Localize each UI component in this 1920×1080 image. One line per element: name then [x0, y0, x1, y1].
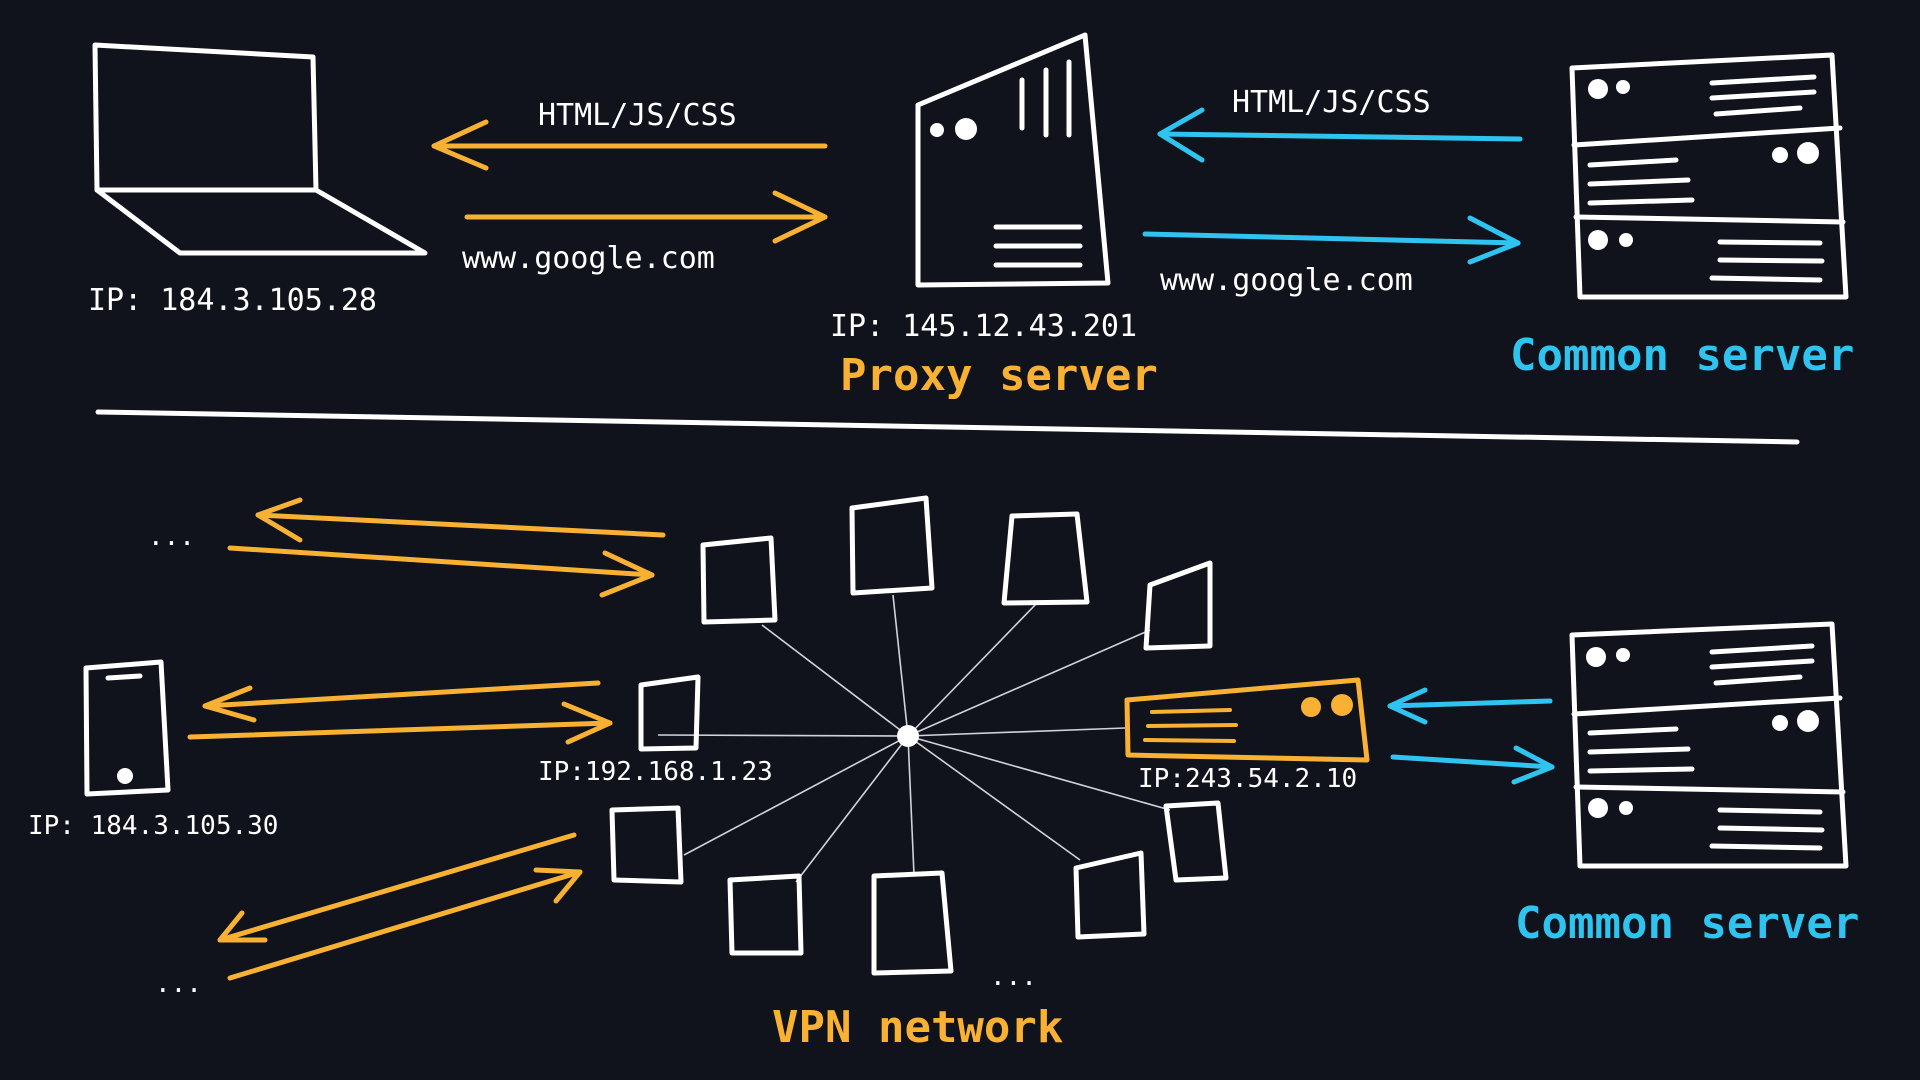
exit-node-ip-label: IP:243.54.2.10	[1138, 764, 1357, 794]
vpn-node-icon	[727, 873, 804, 956]
left-response-label: HTML/JS/CSS	[538, 98, 737, 133]
laptop-icon	[92, 42, 428, 256]
laptop-ip-label: IP: 184.3.105.28	[88, 283, 377, 318]
bottom-left-arrows	[217, 832, 583, 981]
top-common-server-label: Common server	[1510, 330, 1854, 381]
server-rack-icon	[1569, 52, 1849, 300]
phone-arrows	[187, 680, 613, 745]
top-left-arrows	[227, 497, 666, 598]
vpn-links	[657, 594, 1171, 883]
exit-server-icon	[1124, 677, 1370, 763]
top-dots: ...	[148, 522, 195, 552]
section-divider	[95, 409, 1800, 445]
proxy-server-icon	[915, 32, 1111, 288]
vpn-node-icon	[871, 870, 954, 976]
proxy-ip-label: IP: 145.12.43.201	[830, 309, 1137, 344]
vpn-node-icon	[1073, 850, 1147, 940]
vpn-node-icon	[609, 805, 684, 885]
vpn-node-icon	[849, 495, 935, 596]
exit-server-arrows	[1387, 687, 1555, 785]
proxy-server-label: Proxy server	[840, 350, 1158, 401]
bottom-common-server-label: Common server	[1515, 898, 1859, 949]
entry-node-ip-label: IP:192.168.1.23	[538, 757, 773, 787]
phone-icon	[83, 659, 171, 797]
left-response-arrow	[431, 119, 828, 171]
vpn-node-icon	[638, 674, 701, 752]
bottom-dots: ...	[155, 969, 202, 999]
vpn-node-icon	[700, 535, 778, 625]
right-request-arrow	[1142, 215, 1521, 265]
phone-ip-label: IP: 184.3.105.30	[28, 811, 278, 841]
left-request-label: www.google.com	[462, 241, 715, 276]
right-response-arrow	[1157, 107, 1523, 163]
vpn-node-icon	[1163, 800, 1229, 883]
vpn-node-icon	[1143, 560, 1213, 651]
vpn-hub	[897, 725, 919, 747]
center-dots: ...	[990, 962, 1037, 992]
right-response-label: HTML/JS/CSS	[1232, 85, 1431, 120]
vpn-node-icon	[1001, 511, 1090, 606]
left-request-arrow	[464, 190, 828, 244]
vpn-network-label: VPN network	[772, 1002, 1063, 1053]
right-request-label: www.google.com	[1160, 263, 1413, 298]
server-rack-icon	[1569, 621, 1849, 869]
